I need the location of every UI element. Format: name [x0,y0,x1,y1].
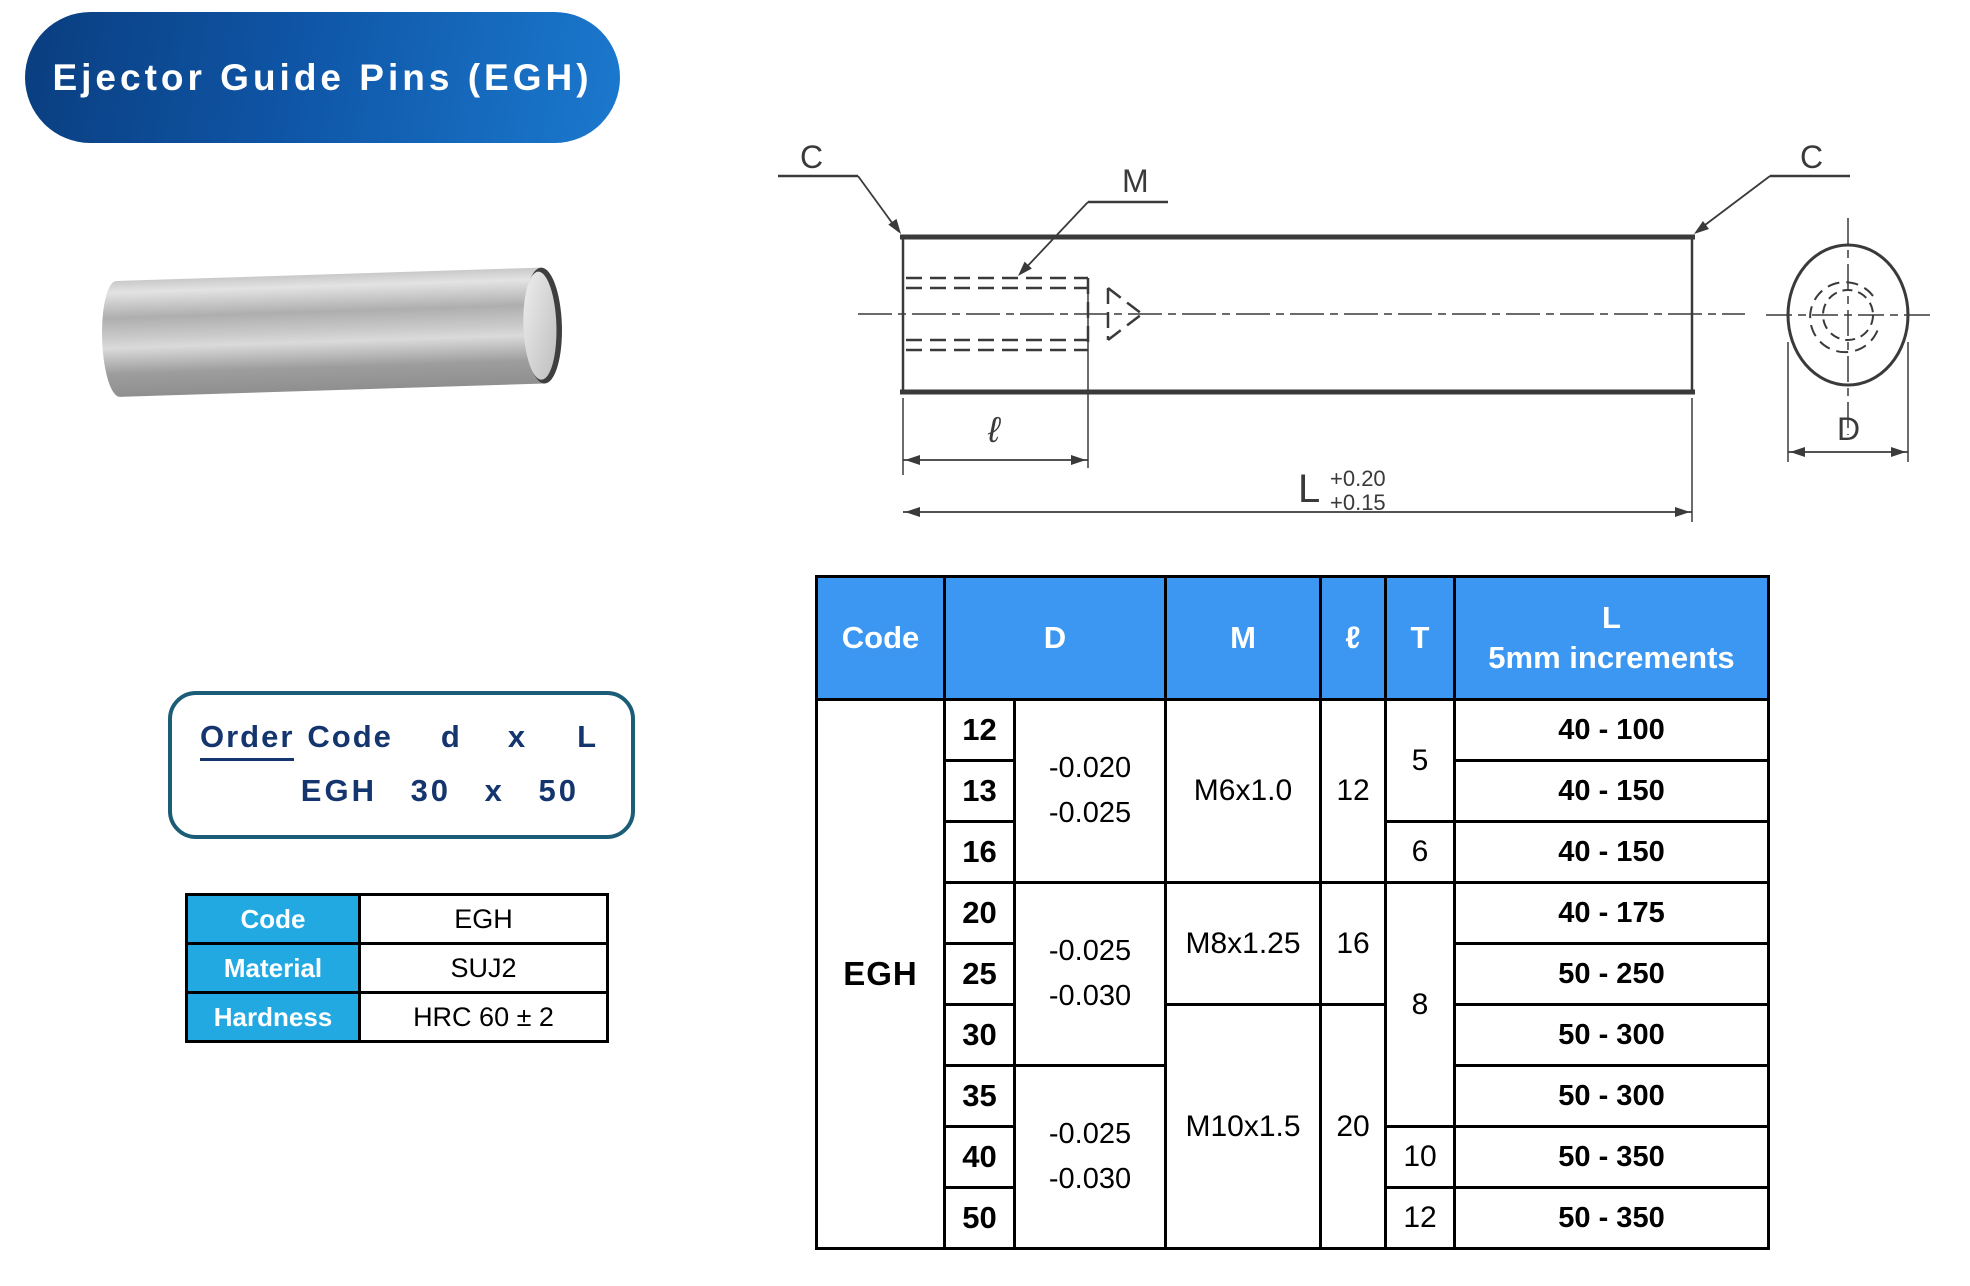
pin-cylinder [102,267,562,397]
spec-cell: 50 - 300 [1453,1064,1770,1128]
label-length: L [1298,467,1320,511]
spec-cell: -0.020 -0.025 [1013,698,1167,884]
label-length-tol-lower: +0.15 [1330,490,1386,515]
spec-cell: 12 [1319,698,1387,884]
spec-cell: 40 - 175 [1453,881,1770,945]
label-chamfer-left: C [800,139,823,175]
spec-header-cell: M [1164,575,1322,701]
label-diameter: D [1837,411,1860,447]
spec-cell: EGH [815,698,946,1250]
info-label: Hardness [185,991,361,1043]
spec-cell: 50 - 250 [1453,942,1770,1006]
spec-cell: -0.025 -0.030 [1013,881,1167,1067]
order-code-format: Order Code d x L [200,719,631,761]
label-length-tol-upper: +0.20 [1330,466,1386,491]
spec-cell: 6 [1384,820,1456,884]
technical-drawing: C M C ℓ L +0.20 +0.15 D [778,139,1930,522]
info-value: SUJ2 [358,942,609,994]
spec-cell: 50 - 300 [1453,1003,1770,1067]
spec-cell: 40 - 100 [1453,698,1770,762]
spec-cell: M6x1.0 [1164,698,1322,884]
spec-cell: 30 [943,1003,1016,1067]
spec-cell: 16 [943,820,1016,884]
order-param-x: x [507,719,528,754]
spec-cell: 20 [943,881,1016,945]
spec-header-cell: Code [815,575,946,701]
spec-cell: -0.025 -0.030 [1013,1064,1167,1250]
spec-header-cell: T [1384,575,1456,701]
spec-cell: 12 [943,698,1016,762]
spec-cell: 40 - 150 [1453,820,1770,884]
label-thread-depth: ℓ [987,409,1002,450]
spec-row: 35-0.025 -0.030 50 - 300 [817,1064,1770,1250]
spec-cell: 13 [943,759,1016,823]
spec-header-cell: ℓ [1319,575,1387,701]
info-value: EGH [358,893,609,945]
spec-cell: 50 - 350 [1453,1186,1770,1250]
spec-cell: 16 [1319,881,1387,1006]
spec-header-cell: L 5mm increments [1453,575,1770,701]
spec-cell: M8x1.25 [1164,881,1322,1006]
product-photo-pin [102,267,562,397]
spec-cell: 8 [1384,881,1456,1128]
spec-cell: 50 [943,1186,1016,1250]
spec-header-cell: D [943,575,1167,701]
order-param-d: d [440,719,462,754]
label-chamfer-right: C [1800,139,1823,175]
info-value: HRC 60 ± 2 [358,991,609,1043]
spec-cell: 50 - 350 [1453,1125,1770,1189]
order-code-word: Code [307,719,393,754]
page-title: Ejector Guide Pins (EGH) [52,56,593,98]
info-label: Code [185,893,361,945]
spec-cell: M10x1.5 [1164,1003,1322,1250]
spec-cell: 35 [943,1064,1016,1128]
spec-cell: 5 [1384,698,1456,823]
spec-cell: 25 [943,942,1016,1006]
order-code-example: EGH 30 x 50 [300,773,579,808]
order-code-box: Order Code d x L EGH 30 x 50 [168,691,635,839]
spec-row: 13 40 - 150 [817,759,1770,823]
order-param-l: L [577,719,599,754]
spec-cell: 40 - 150 [1453,759,1770,823]
spec-cell: 12 [1384,1186,1456,1250]
spec-cell: 10 [1384,1125,1456,1189]
page-title-pill: Ejector Guide Pins (EGH) [25,12,620,143]
spec-row: 25 50 - 250 [817,942,1770,1006]
label-thread-m: M [1122,163,1149,199]
spec-cell: 40 [943,1125,1016,1189]
info-label: Material [185,942,361,994]
dimension-arrowheads [888,218,1906,517]
order-word: Order [200,719,295,761]
spec-cell: 20 [1319,1003,1387,1250]
